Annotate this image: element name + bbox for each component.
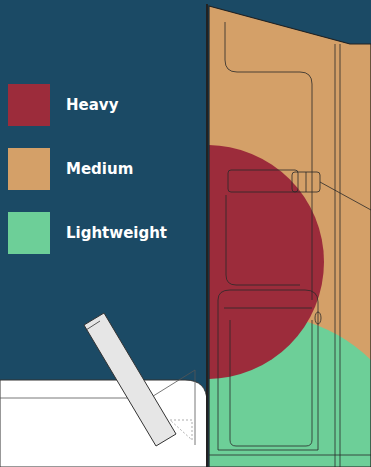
legend-label: Medium bbox=[66, 148, 133, 190]
legend-swatch bbox=[8, 212, 50, 254]
strap-end bbox=[86, 321, 100, 330]
legend-label: Lightweight bbox=[66, 212, 167, 254]
legend-swatch bbox=[8, 84, 50, 126]
legend-swatch bbox=[8, 148, 50, 190]
base-panel bbox=[0, 380, 207, 467]
legend-entry: Medium bbox=[8, 148, 137, 190]
panel-sketch bbox=[209, 22, 371, 467]
legend-entry: Heavy bbox=[8, 84, 122, 126]
legend-label: Heavy bbox=[66, 84, 118, 126]
legend-entry: Lightweight bbox=[8, 212, 171, 254]
panel-edge bbox=[206, 4, 208, 467]
panel-outline bbox=[209, 6, 371, 467]
strap bbox=[84, 313, 176, 446]
